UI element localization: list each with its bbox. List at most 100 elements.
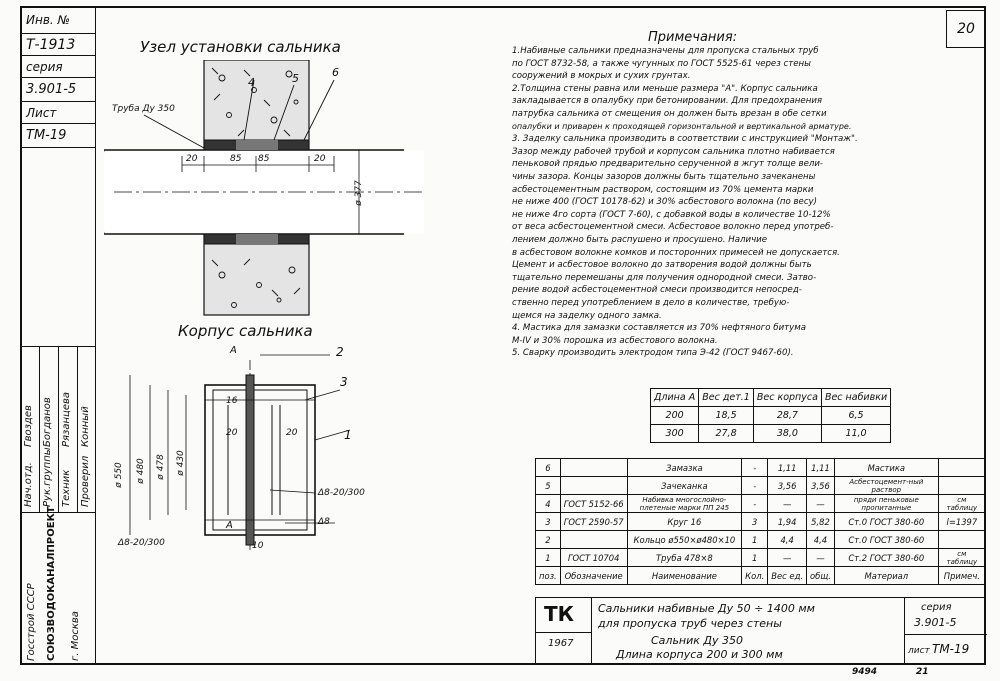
- spec-cell: 4: [535, 494, 561, 513]
- spec-header: Наименование: [626, 566, 743, 585]
- note-line: пеньковой прядью предварительно серученн…: [512, 159, 824, 170]
- spec-cell: 3,56: [767, 476, 808, 495]
- dim-430: ø 430: [175, 450, 186, 476]
- note-line: 4. Мастика для замазки составляется из 7…: [512, 323, 806, 334]
- dim-550: ø 550: [113, 462, 124, 488]
- note-line: по ГОСТ 8732-58, а также чугунных по ГОС…: [512, 58, 811, 69]
- weight-header: Длина А: [649, 388, 700, 407]
- dim-85-left: 85: [230, 154, 242, 164]
- spec-cell: см таблицу: [937, 548, 987, 567]
- archive-stamp: 9494: [852, 667, 878, 677]
- dim-10: 10: [252, 541, 264, 551]
- table-row: Длина А Вес дет.1 Вес корпуса Вес набивк…: [649, 388, 892, 407]
- note-line: патрубка сальника от смещения он должен …: [512, 109, 827, 119]
- weight-cell: 200: [649, 406, 700, 425]
- series-label: серия: [20, 56, 95, 78]
- spec-cell: Асбестоцемент-ный раствор: [833, 476, 939, 495]
- signature-name-3: Рязанцева: [61, 391, 72, 447]
- spec-cell: [559, 530, 628, 549]
- note-line: щемся на заделку одного замка.: [512, 310, 662, 321]
- signature-role-4: Проверил: [80, 455, 91, 507]
- spec-cell: 1,11: [767, 458, 808, 477]
- spec-cell: см таблицу: [937, 494, 987, 513]
- archive-stamp-2: 21: [916, 667, 929, 677]
- callout-3: 3: [340, 375, 348, 389]
- spec-cell: 1,94: [767, 512, 808, 531]
- dim-85-right: 85: [258, 154, 270, 164]
- table-header-row: поз. Обозначение Наименование Кол. Вес е…: [535, 566, 987, 585]
- note-line: ственно перед употреблением в дело в кол…: [512, 298, 790, 308]
- weight-cell: 300: [649, 424, 700, 443]
- series-number: 3.901-5: [20, 78, 95, 102]
- title-block: ТК 1967 Сальники набивные Ду 50 ÷ 1400 м…: [535, 597, 987, 665]
- spec-cell: 1: [741, 548, 769, 567]
- weld-note-2: Δ8: [318, 517, 330, 527]
- spec-cell: Замазка: [626, 458, 743, 477]
- drawing2-title: Корпус сальника: [178, 322, 313, 340]
- spec-cell: [559, 476, 628, 495]
- spec-cell: Набивка многослойно-плетеные марки ПП 24…: [626, 494, 743, 513]
- spec-cell: 3,56: [806, 476, 835, 495]
- dim-20-right: 20: [314, 154, 326, 164]
- series-value: 3.901-5: [914, 616, 957, 629]
- spec-cell: Кольцо ø550×ø480×10: [626, 530, 743, 549]
- weight-header: Вес набивки: [820, 388, 892, 407]
- spec-cell: пряди пеньковые пропитанные: [833, 494, 939, 513]
- left-sidebar: Инв. № Т-1913 серия 3.901-5 Лист ТМ-19 Н…: [20, 6, 96, 665]
- notes-body: 1.Набивные сальники предназначены для пр…: [512, 46, 944, 376]
- weight-header: Вес дет.1: [698, 388, 754, 407]
- spec-header: общ.: [806, 566, 835, 585]
- gland-assembly-drawing: [104, 60, 424, 316]
- spec-cell: Труба 478×8: [626, 548, 743, 567]
- callout-4: 4: [248, 76, 255, 89]
- note-line: не ниже 4го сорта (ГОСТ 7-60), с добавко…: [512, 209, 831, 220]
- spec-cell: 1: [741, 530, 769, 549]
- note-line: 3. Заделку сальника производить в соотве…: [512, 134, 858, 145]
- weight-cell: 38,0: [752, 424, 822, 443]
- spec-cell: Зачеканка: [626, 476, 743, 495]
- table-row: 300 27,8 38,0 11,0: [649, 424, 892, 443]
- callout-5: 5: [292, 72, 299, 85]
- note-line: сооружений в мокрых и сухих грунтах.: [512, 71, 691, 82]
- weight-cell: 18,5: [698, 406, 754, 425]
- spec-cell: -: [741, 476, 769, 495]
- note-line: асбестоцементным раствором, состоящим из…: [512, 184, 814, 195]
- inventory-label: Инв. №: [20, 6, 95, 34]
- spec-cell: 3: [535, 512, 561, 531]
- spec-cell: 5: [535, 476, 561, 495]
- weld-note-3: Δ8-20/300: [118, 538, 165, 548]
- note-line: чины зазора. Концы зазоров должны быть т…: [512, 172, 816, 182]
- sheet-label: Лист: [20, 102, 95, 124]
- spec-header: поз.: [535, 566, 561, 585]
- weight-cell: 6,5: [820, 406, 892, 425]
- spec-cell: [937, 476, 987, 495]
- weight-cell: 27,8: [698, 424, 754, 443]
- weight-cell: 11,0: [820, 424, 892, 443]
- spec-cell: —: [806, 494, 835, 513]
- inventory-number: Т-1913: [20, 34, 95, 56]
- callout-2: 2: [336, 345, 344, 359]
- spec-cell: Круг 16: [626, 512, 743, 531]
- dim-16: 16: [226, 396, 238, 406]
- dim-480: ø 480: [135, 458, 146, 484]
- spec-cell: 4,4: [806, 530, 835, 549]
- notes-title: Примечания:: [648, 30, 738, 45]
- spec-cell: [937, 458, 987, 477]
- signature-role-2: Рук.группы: [42, 447, 53, 507]
- sheet-number: ТМ-19: [20, 124, 95, 148]
- spec-cell: —: [767, 494, 808, 513]
- spec-header: Вес ед.: [767, 566, 808, 585]
- signature-name-4: Конный: [80, 406, 91, 447]
- spec-cell: ГОСТ 2590-57: [559, 512, 628, 531]
- note-line: рение водой асбестоцементной смеси произ…: [512, 285, 802, 296]
- spec-cell: Мастика: [833, 458, 939, 477]
- sheet-value: ТМ-19: [932, 642, 970, 656]
- spec-cell: —: [767, 548, 808, 567]
- spec-cell: —: [806, 548, 835, 567]
- section-mark-a-bottom: А: [226, 520, 233, 531]
- note-line: 1.Набивные сальники предназначены для пр…: [512, 46, 819, 56]
- dim-20-outer: 20: [286, 428, 298, 438]
